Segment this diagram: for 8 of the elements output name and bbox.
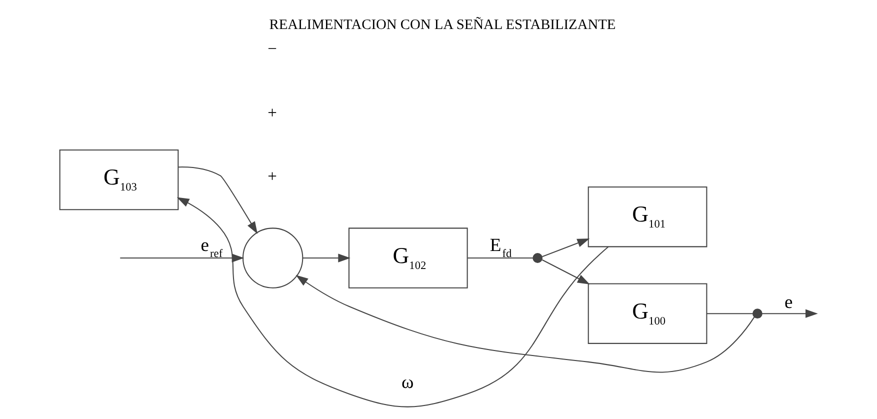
label: + xyxy=(268,166,277,186)
edge-label: e$_{ref}$ xyxy=(200,234,223,260)
label: − xyxy=(268,38,277,58)
diagram-title: REALIMENTACION CON LA SEÑAL ESTABILIZANTE xyxy=(269,16,616,32)
edge-label: e xyxy=(784,291,793,312)
edge-label: E$_{fd}$ xyxy=(490,234,512,260)
label: + xyxy=(268,102,277,122)
edge-label: ω xyxy=(401,372,414,393)
